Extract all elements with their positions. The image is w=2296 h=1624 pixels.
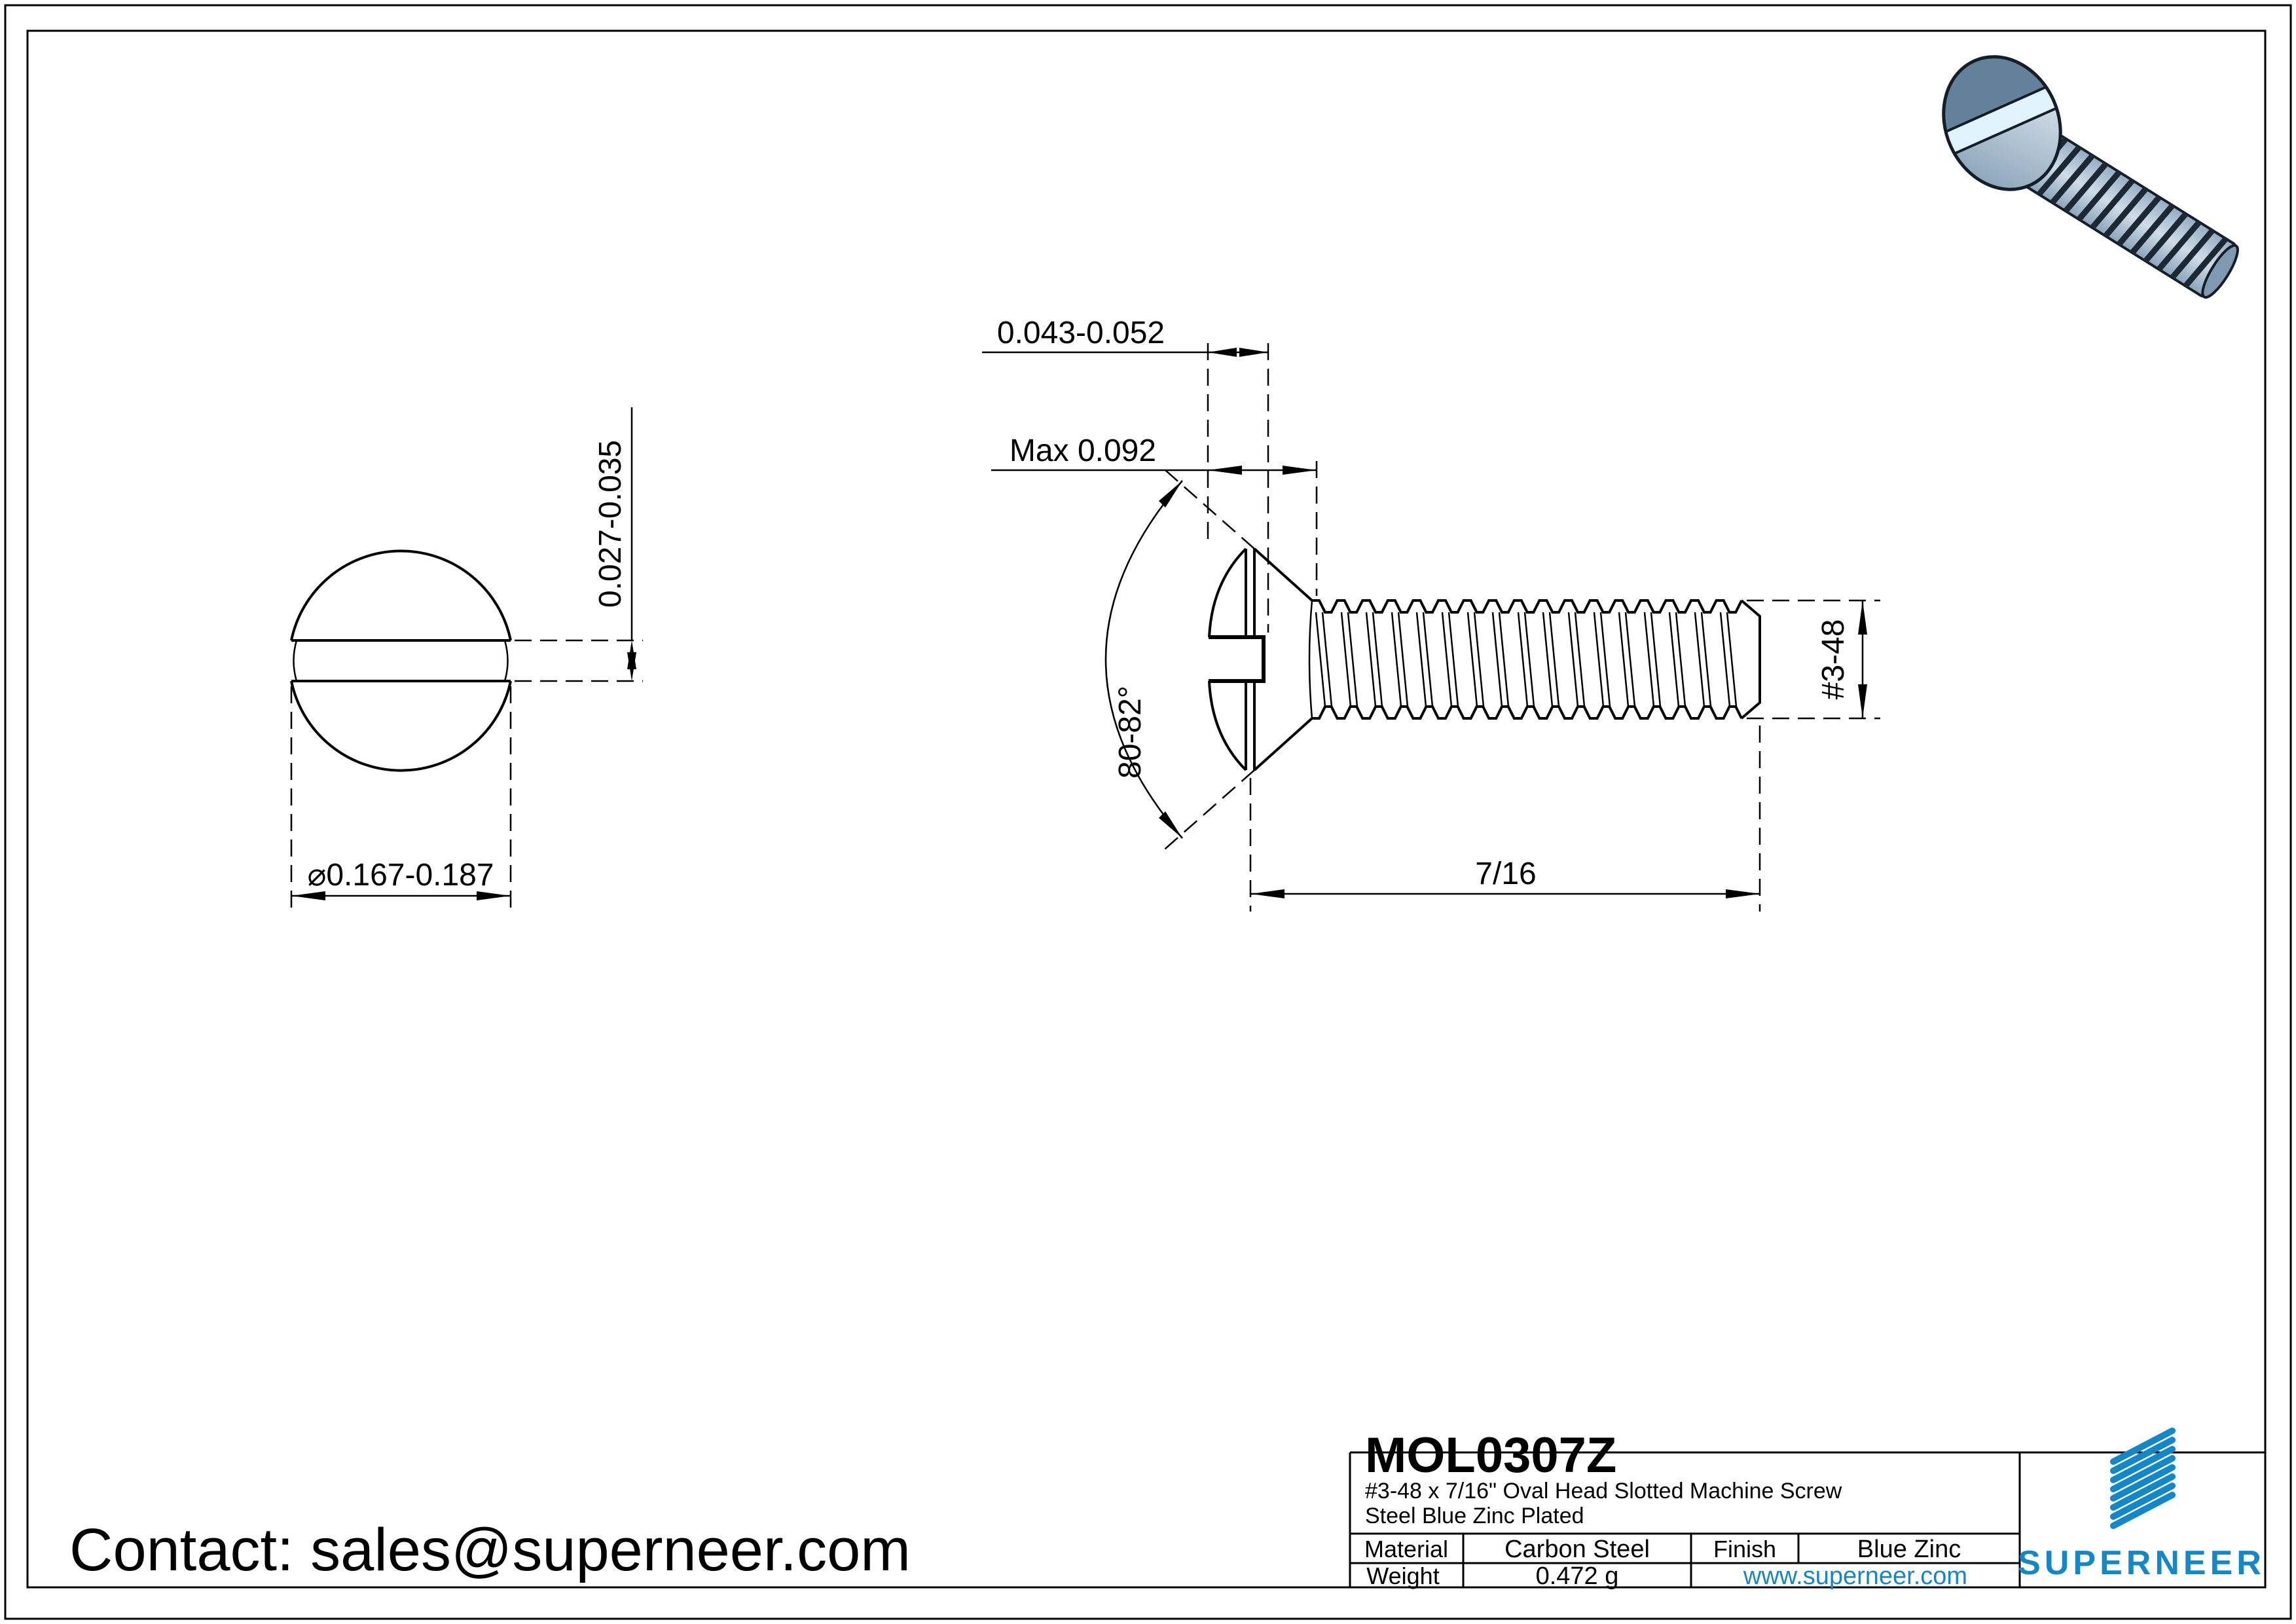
crown-arc-top [1208, 547, 1247, 638]
arrowhead-down-right-icon [1159, 811, 1182, 838]
thread-end-chamfer [1740, 599, 1761, 720]
website-link[interactable]: www.superneer.com [1743, 1562, 1967, 1590]
outer-border [4, 4, 2292, 1620]
rendered-tip [2201, 244, 2239, 299]
dim-length-label: 7/16 [1475, 857, 1536, 891]
side-view: 0.043-0.052 Max 0.092 80-82° #3-48 7/16 [982, 316, 1880, 912]
brand-name: SUPERNEER [2018, 1544, 2265, 1582]
thread-crest-bottom [1312, 705, 1743, 720]
arrowhead-left-icon [1208, 466, 1242, 475]
dim-head-diameter-label: ⌀0.167-0.187 [307, 858, 494, 893]
crown-tip-lines [1245, 549, 1256, 770]
arrowhead-right-icon [1239, 348, 1268, 357]
arrowhead-left-icon [1250, 889, 1285, 898]
dim-slot-depth-label: 0.043-0.052 [997, 316, 1165, 350]
crown-arc-bottom [1208, 680, 1247, 771]
thread-runout [1308, 600, 1313, 719]
front-right-side-arc [503, 640, 509, 682]
slot-notch [1209, 635, 1266, 683]
title-block: MOL0307Z #3-48 x 7/16" Oval Head Slotted… [1349, 1428, 2265, 1590]
cone-faces [1253, 547, 1313, 771]
description-line2: Steel Blue Zinc Plated [1365, 1504, 1584, 1528]
front-left-side-arc [293, 640, 298, 682]
angle-arc [1104, 480, 1183, 839]
inner-border [26, 29, 2267, 1589]
arrowhead-right-icon [477, 891, 511, 900]
arrowhead-left-icon [291, 891, 325, 900]
finish-label: Finish [1713, 1536, 1776, 1562]
arrowhead-up-right-icon [1159, 481, 1182, 507]
arrowhead-up-icon [1858, 600, 1867, 635]
thread-crest-top [1312, 599, 1743, 614]
finish-value: Blue Zinc [1857, 1536, 1961, 1563]
arrowhead-left-icon [1208, 348, 1237, 357]
contact-email-link[interactable]: Contact: sales@superneer.com [69, 1517, 911, 1583]
angle-leg-top [1159, 465, 1255, 549]
angle-leg-bottom [1159, 769, 1255, 854]
material-label: Material [1364, 1536, 1448, 1562]
arrowhead-right-icon [1726, 889, 1760, 898]
front-view: 0.027-0.035 ⌀0.167-0.187 [290, 407, 643, 912]
arrowhead-right-icon [1283, 466, 1317, 475]
front-upper-dome [290, 549, 512, 641]
arrowhead-down-icon [1858, 684, 1867, 718]
thread-flank-lines [1315, 612, 1738, 707]
title-block-grid [1349, 1451, 2265, 1587]
part-number: MOL0307Z [1365, 1428, 1616, 1483]
dim-thread-size-label: #3-48 [1816, 619, 1851, 700]
dim-slot-width-label: 0.027-0.035 [593, 440, 628, 608]
dim-head-height-label: Max 0.092 [1010, 434, 1156, 468]
arrowhead-down-icon [627, 652, 636, 681]
rendered-head [1942, 55, 2062, 191]
rendered-shaft [1995, 115, 2239, 299]
weight-value: 0.472 g [1536, 1562, 1619, 1590]
superneer-logo-icon [2110, 1428, 2176, 1529]
front-lower-dome [290, 680, 512, 772]
dim-head-angle-label: 80-82° [1113, 686, 1148, 779]
material-value: Carbon Steel [1504, 1536, 1650, 1563]
rendered-screw-image [1942, 55, 2239, 299]
weight-label: Weight [1366, 1562, 1439, 1589]
description-line1: #3-48 x 7/16" Oval Head Slotted Machine … [1365, 1479, 1842, 1504]
